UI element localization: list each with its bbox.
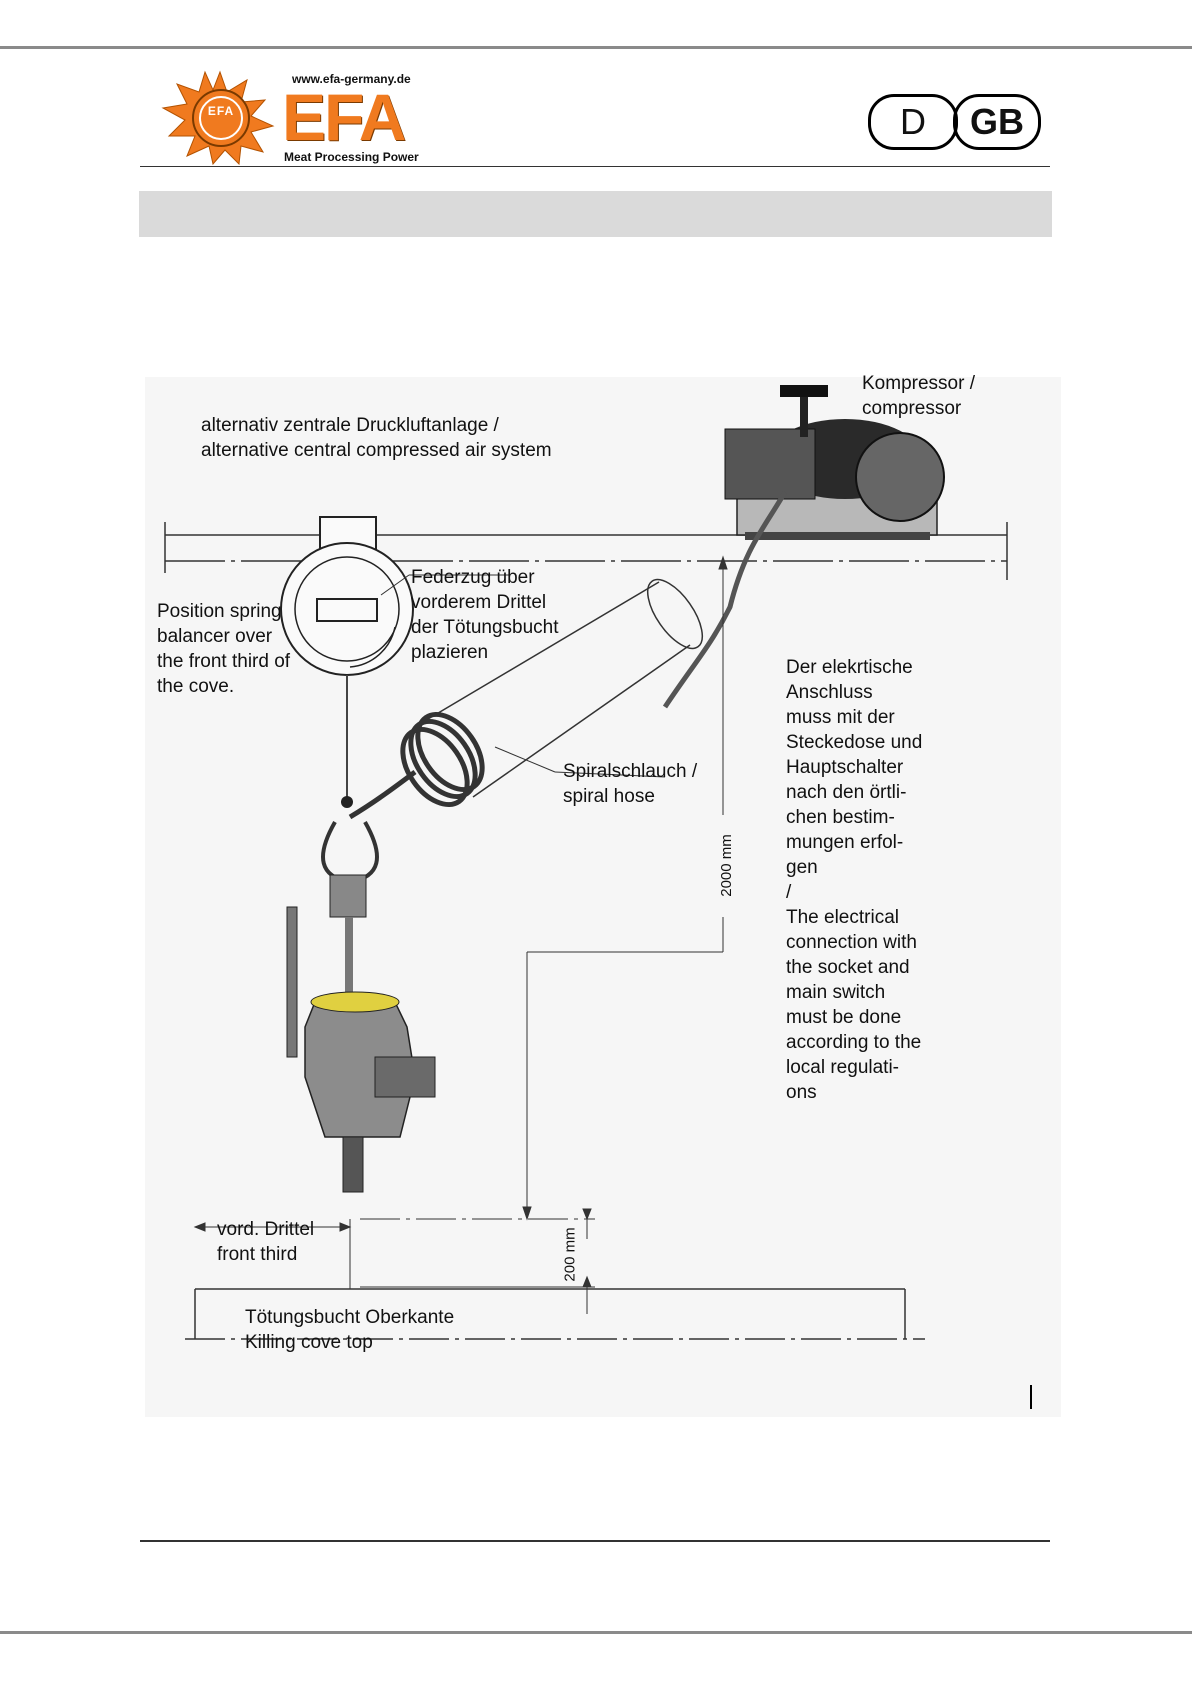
- seal-letters: EFA: [207, 104, 235, 118]
- header-rule: [140, 166, 1050, 167]
- dimension-front-third: [193, 1219, 352, 1289]
- cove-top-label: Tötungsbucht Oberkante Killing cove top: [245, 1307, 455, 1353]
- installation-drawing: [164, 385, 1008, 1340]
- spring-balancer-label-de: Federzug über vorderem Drittel der Tötun…: [411, 567, 559, 663]
- section-title-bar: [139, 191, 1052, 237]
- spiral-hose-drawing: [348, 578, 704, 820]
- bottom-rule: [0, 1631, 1192, 1634]
- spring-balancer-label-en: Position spring balancer over the front …: [157, 601, 291, 697]
- dimension-200: [360, 1208, 595, 1314]
- central-air-label: alternativ zentrale Druckluftanlage / al…: [201, 415, 552, 461]
- cable-stop: [341, 796, 353, 808]
- dimension-2000-label: 2000 mm: [717, 834, 735, 897]
- spiral-hose-label: Spiralschlauch / spiral hose: [563, 761, 698, 807]
- dimension-200-label: 200 mm: [561, 1227, 579, 1282]
- balancer-leader: [380, 574, 410, 596]
- killing-cove-outline: [185, 1288, 925, 1340]
- compressor-label: Kompressor / compressor: [862, 373, 975, 419]
- top-rule: [0, 46, 1192, 49]
- footer-rule: [140, 1540, 1050, 1542]
- spiral-hose-leader: [494, 746, 556, 773]
- logo-brand: EFA: [282, 80, 406, 154]
- logo-tagline: Meat Processing Power: [284, 150, 419, 164]
- electrical-connection-note: Der elekrtische Anschluss muss mit der S…: [786, 657, 923, 1103]
- dimension-2000: [522, 555, 728, 1221]
- logo-url: www.efa-germany.de: [292, 72, 411, 86]
- supply-hose: [662, 490, 788, 709]
- page-marker: [1030, 1385, 1032, 1409]
- efa-seal-icon: [161, 70, 275, 166]
- installation-diagram: alternativ zentrale Druckluftanlage / al…: [145, 373, 1061, 1417]
- language-badge-gb: GB: [953, 94, 1041, 150]
- stunner-drawing: [286, 821, 436, 1193]
- efa-logo: [155, 70, 445, 166]
- language-badge-d: D: [868, 94, 958, 150]
- spring-balancer-drawing: [280, 516, 414, 676]
- front-third-label: vord. Drittel front third: [217, 1219, 315, 1265]
- compressor-drawing: [724, 385, 945, 540]
